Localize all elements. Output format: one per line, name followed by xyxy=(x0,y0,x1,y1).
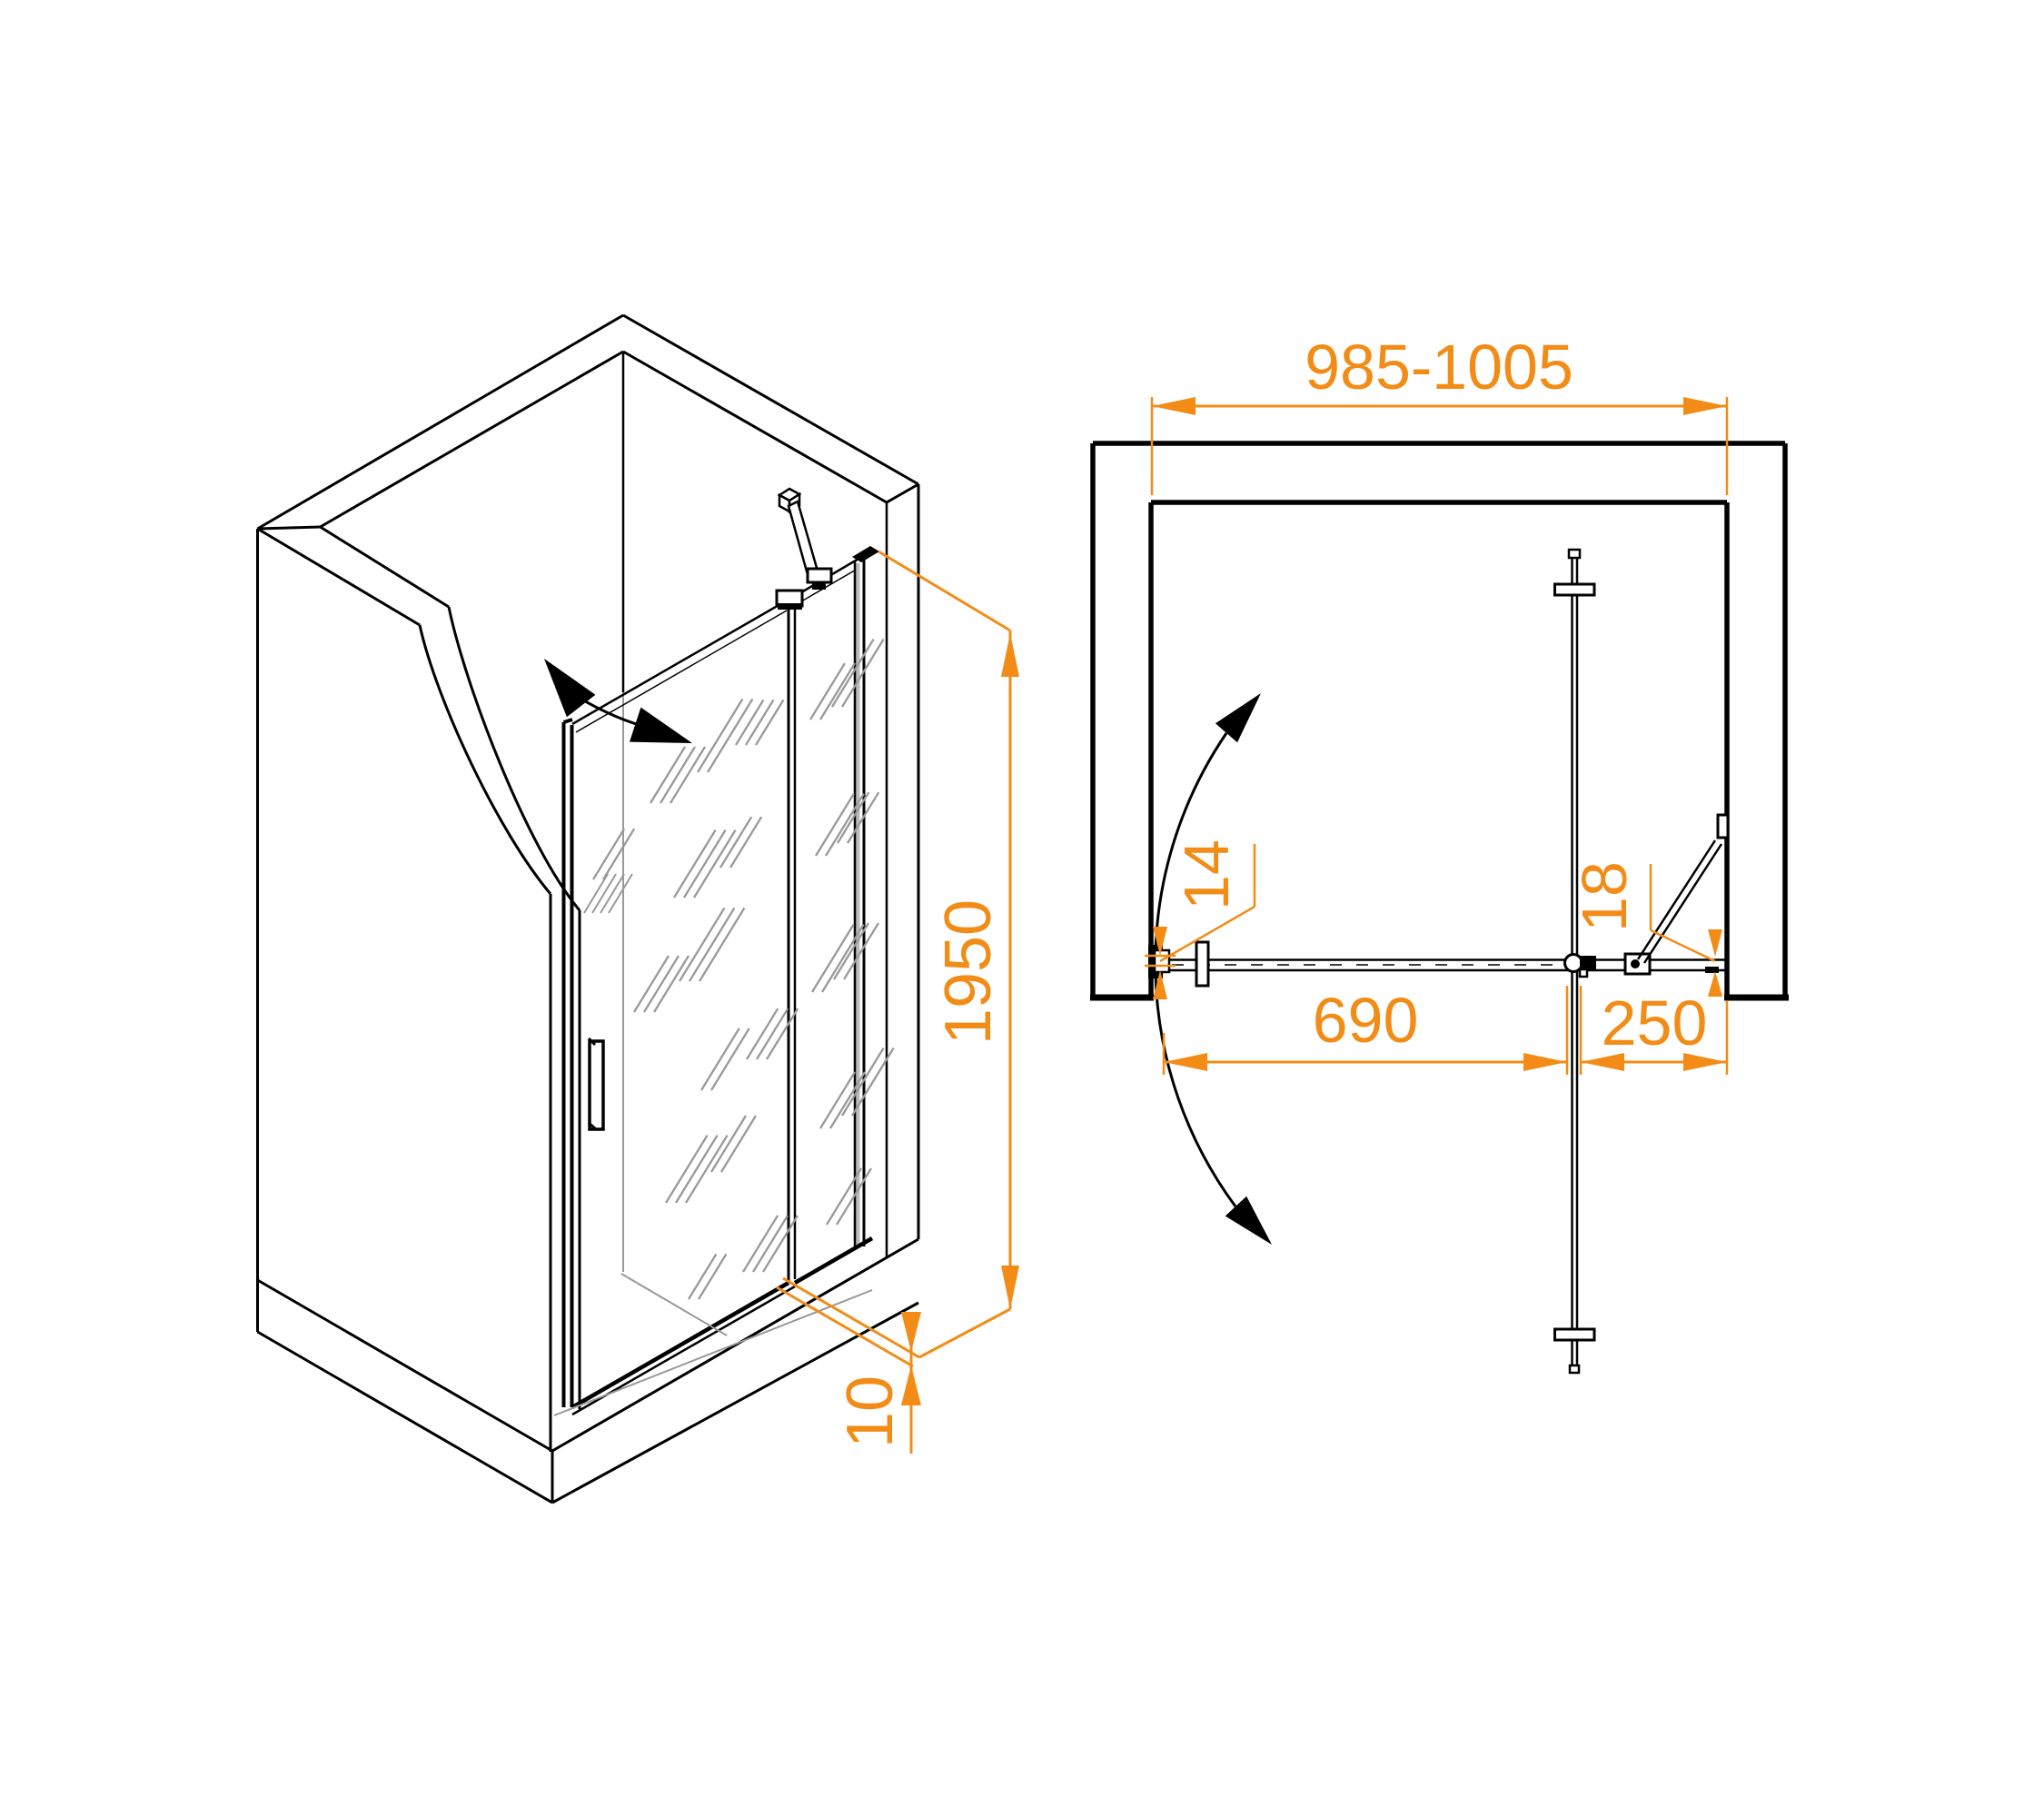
svg-text:10: 10 xyxy=(834,1375,907,1448)
svg-text:18: 18 xyxy=(1569,861,1640,932)
svg-text:690: 690 xyxy=(1313,985,1419,1056)
svg-text:1950: 1950 xyxy=(932,899,1005,1045)
svg-text:14: 14 xyxy=(1171,839,1242,910)
svg-text:985-1005: 985-1005 xyxy=(1305,332,1573,402)
svg-text:250: 250 xyxy=(1602,988,1708,1058)
